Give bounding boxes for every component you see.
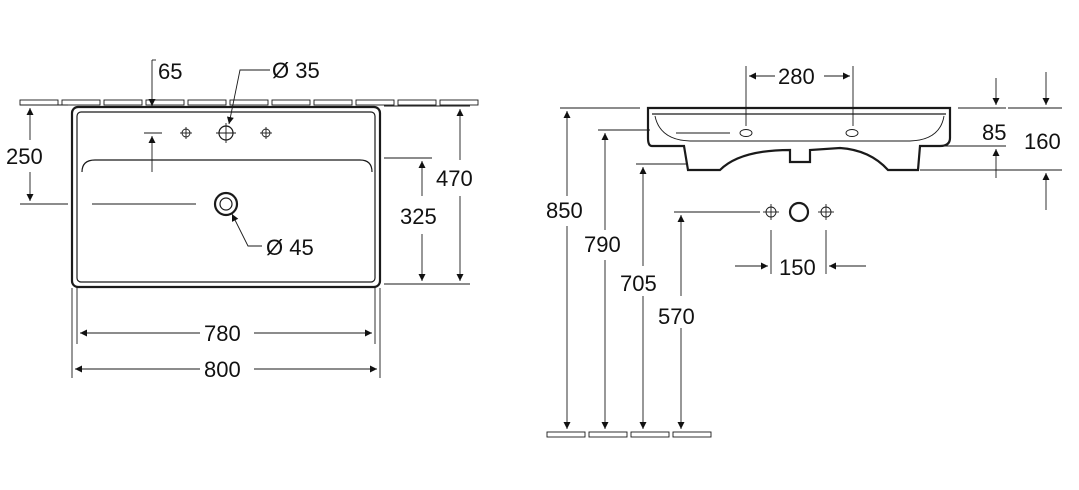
top-view: 65 Ø 35 Ø 45 250 325 xyxy=(6,58,479,382)
label-800: 800 xyxy=(204,357,241,382)
label-850: 850 xyxy=(546,198,583,223)
label-tap-diameter: Ø 35 xyxy=(272,58,320,83)
dim-570: 570 xyxy=(658,211,760,429)
tap-hole-center xyxy=(216,123,236,143)
dim-85: 85 xyxy=(940,78,1006,178)
label-280: 280 xyxy=(778,64,815,89)
dim-65: 65 xyxy=(144,59,182,172)
basin-inner xyxy=(76,111,376,283)
basin-outer xyxy=(70,105,382,289)
dim-800: 800 xyxy=(71,288,381,382)
dim-150: 150 xyxy=(735,230,866,280)
side-hole-right-mark xyxy=(845,129,859,137)
drain xyxy=(92,191,239,217)
floor-strip xyxy=(546,431,712,438)
label-160: 160 xyxy=(1024,129,1061,154)
tap-hole-right xyxy=(260,127,272,139)
tap-hole-left xyxy=(180,127,192,139)
dim-tap-diameter: Ø 35 xyxy=(226,58,320,125)
label-drain-diameter: Ø 45 xyxy=(266,235,314,260)
side-view: 280 85 160 85 xyxy=(546,64,1062,438)
dim-790: 790 xyxy=(584,129,650,429)
hole-pattern xyxy=(763,201,834,223)
label-705: 705 xyxy=(620,271,657,296)
dim-250: 250 xyxy=(6,104,68,205)
dim-drain-diameter: Ø 45 xyxy=(231,213,314,260)
label-250: 250 xyxy=(6,144,43,169)
label-85: 85 xyxy=(982,120,1006,145)
side-hole-left-mark xyxy=(739,129,753,137)
basin-inner-curve xyxy=(654,115,945,142)
wall-strip xyxy=(19,99,479,106)
dim-780: 780 xyxy=(76,288,376,346)
label-470: 470 xyxy=(436,166,473,191)
label-325: 325 xyxy=(400,204,437,229)
dim-325: 325 xyxy=(384,157,470,285)
label-570: 570 xyxy=(658,304,695,329)
basin-side-profile xyxy=(646,106,952,172)
dim-470: 470 xyxy=(384,105,473,281)
dim-160: 160 xyxy=(920,72,1062,210)
label-780: 780 xyxy=(204,321,241,346)
dim-850: 850 xyxy=(546,107,640,429)
bowl-edge xyxy=(81,159,373,173)
label-150: 150 xyxy=(779,255,816,280)
dim-705: 705 xyxy=(620,163,686,429)
hole-center xyxy=(788,201,810,223)
dim-280: 280 xyxy=(745,64,854,126)
label-790: 790 xyxy=(584,232,621,257)
label-65: 65 xyxy=(158,59,182,84)
